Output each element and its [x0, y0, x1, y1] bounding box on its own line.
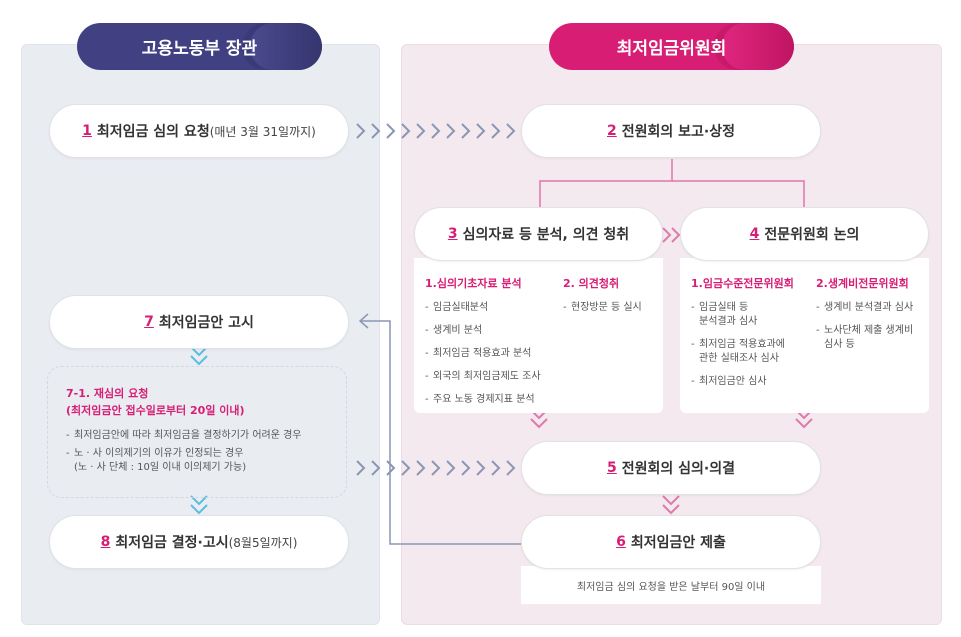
list-item: 생계비 분석: [425, 324, 541, 338]
list-item: 생계비 분석결과 심사: [816, 301, 913, 315]
arrow-step3-to-step4: [662, 227, 680, 243]
step-label: 전원회의 심의·의결: [621, 461, 735, 477]
list-item: 임금실태 등 분석결과 심사: [691, 301, 794, 329]
step-label: 최저임금 심의 요청: [96, 124, 210, 140]
branch-step2-to-step3-step4: [539, 159, 805, 207]
list-item: 현장방문 등 실시: [563, 301, 642, 315]
arrow-step5-to-step6: [662, 495, 680, 515]
step3-pill: 3 심의자료 등 분석, 의견 청취: [414, 207, 663, 261]
arrow-step1-to-step2: [356, 123, 515, 139]
step8-pill: 8 최저임금 결정·고시 (8월5일까지): [49, 515, 349, 569]
step-label: 전문위원회 논의: [764, 227, 860, 243]
step-label: 최저임금안 제출: [630, 535, 726, 551]
list-item: 노사단체 제출 생계비 심사 등: [816, 324, 913, 352]
list-item: 노 · 사 이의제기의 이유가 인정되는 경우 (노 · 사 단체 : 10일 …: [66, 447, 302, 475]
step7-pill: 7 최저임금안 고시: [49, 295, 349, 349]
step-label: 심의자료 등 분석, 의견 청취: [462, 227, 630, 243]
header-decoration: [722, 23, 794, 70]
reconsider-list: 최저임금안에 따라 최저임금을 결정하기가 어려운 경우 노 · 사 이의제기의…: [66, 429, 302, 479]
step-number: 3: [447, 226, 458, 242]
reconsider-box: 7-1. 재심의 요청 (최저임금안 접수일로부터 20일 이내) 최저임금안에…: [47, 366, 347, 498]
step-label: 전원회의 보고·상정: [621, 124, 735, 140]
step-number: 6: [616, 534, 626, 550]
step4-pill: 4 전문위원회 논의: [680, 207, 929, 261]
header-commission: 최저임금위원회: [549, 23, 794, 70]
arrow-reconsider-to-step5: [356, 460, 515, 476]
step6-note: 최저임금 심의 요청을 받은 날부터 90일 이내: [521, 566, 821, 604]
step1-pill: 1 최저임금 심의 요청 (매년 3월 31일까지): [49, 104, 349, 158]
step4-column-wage-committee: 1.임금수준전문위원회 임금실태 등 분석결과 심사 최저임금 적용효과에 관한…: [691, 275, 794, 398]
list-item: 최저임금안 심사: [691, 375, 794, 389]
step-number: 2: [607, 123, 617, 139]
step6-pill: 6 최저임금안 제출: [521, 515, 821, 569]
step3-column-analysis: 1.심의기초자료 분석 임금실태분석 생계비 분석 최저임금 적용효과 분석 외…: [425, 275, 541, 416]
step-number: 7: [144, 314, 154, 330]
step4-detail-box: 1.임금수준전문위원회 임금실태 등 분석결과 심사 최저임금 적용효과에 관한…: [680, 258, 929, 413]
step4-column-living-cost-committee: 2.생계비전문위원회 생계비 분석결과 심사 노사단체 제출 생계비 심사 등: [816, 275, 913, 361]
step-sublabel: (매년 3월 31일까지): [209, 124, 316, 139]
step-number: 8: [100, 534, 111, 550]
step3-column-title: 1.심의기초자료 분석: [425, 277, 522, 290]
step4-column-title: 2.생계비전문위원회: [816, 277, 909, 290]
header-decoration: [250, 23, 322, 70]
step3-column-hearing: 2. 의견청취 현장방문 등 실시: [563, 275, 642, 324]
list-item: 임금실태분석: [425, 301, 541, 315]
step5-pill: 5 전원회의 심의·의결: [521, 441, 821, 495]
step2-pill: 2 전원회의 보고·상정: [521, 104, 821, 158]
step-label: 최저임금 결정·고시: [115, 535, 229, 551]
list-item: 외국의 최저임금제도 조사: [425, 370, 541, 384]
reconsider-title: 7-1. 재심의 요청 (최저임금안 접수일로부터 20일 이내): [66, 385, 245, 419]
header-ministry: 고용노동부 장관: [77, 23, 322, 70]
list-item: 최저임금 적용효과에 관한 실태조사 심사: [691, 338, 794, 366]
list-item: 최저임금 적용효과 분석: [425, 347, 541, 361]
step3-column-title: 2. 의견청취: [563, 277, 620, 290]
arrow-step6-to-step7: [358, 313, 521, 545]
arrow-step7-to-reconsider: [190, 346, 208, 366]
step4-column-title: 1.임금수준전문위원회: [691, 277, 794, 290]
list-item: 주요 노동 경제지표 분석: [425, 393, 541, 407]
list-item: 최저임금안에 따라 최저임금을 결정하기가 어려운 경우: [66, 429, 302, 443]
reconsider-title-line: 7-1. 재심의 요청: [66, 387, 149, 400]
header-commission-label: 최저임금위원회: [616, 39, 727, 59]
step-number: 5: [607, 460, 617, 476]
step-label: 최저임금안 고시: [158, 315, 254, 331]
step-number: 4: [749, 226, 760, 242]
step-number: 1: [82, 123, 92, 139]
header-ministry-label: 고용노동부 장관: [141, 39, 258, 59]
arrow-reconsider-to-step8: [190, 495, 208, 515]
step3-detail-box: 1.심의기초자료 분석 임금실태분석 생계비 분석 최저임금 적용효과 분석 외…: [414, 258, 663, 413]
reconsider-title-line: (최저임금안 접수일로부터 20일 이내): [66, 404, 245, 417]
step-sublabel: (8월5일까지): [228, 535, 298, 550]
